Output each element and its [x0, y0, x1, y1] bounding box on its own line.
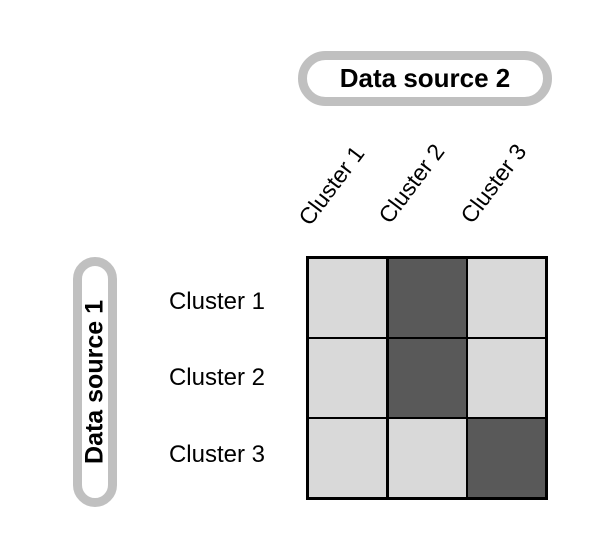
column-header-cluster-1: Cluster 1 [293, 140, 370, 230]
row-header-cluster-2: Cluster 2 [168, 364, 265, 391]
data-source-2-label: Data source 2 [339, 63, 511, 93]
cluster-matrix-grid [306, 256, 548, 500]
matrix-cell-r1-c1 [309, 259, 386, 337]
row-header-cluster-1: Cluster 1 [168, 288, 265, 315]
matrix-cell-r1-c2 [388, 259, 466, 337]
matrix-cell-r1-c3 [468, 259, 545, 337]
row-header-cluster-3: Cluster 3 [168, 441, 265, 468]
matrix-cell-r3-c1 [309, 419, 386, 497]
data-source-2-pill: Data source 2 [298, 51, 552, 106]
matrix-cell-r2-c2 [388, 339, 466, 417]
column-header-cluster-3: Cluster 3 [455, 138, 532, 228]
matrix-cell-r2-c1 [309, 339, 386, 417]
matrix-cell-r3-c2 [388, 419, 466, 497]
matrix-cell-r2-c3 [468, 339, 545, 417]
matrix-cell-r3-c3 [468, 419, 545, 497]
data-source-1-pill: Data source 1 [73, 257, 117, 507]
column-header-cluster-2: Cluster 2 [373, 138, 450, 228]
